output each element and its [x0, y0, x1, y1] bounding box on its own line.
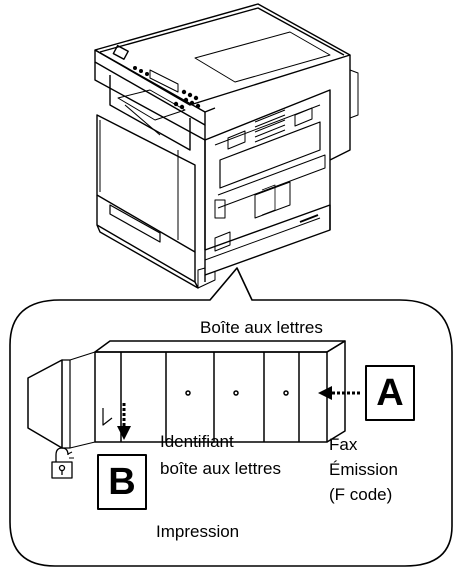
mailbox-unit-icon [27, 340, 346, 449]
arrow-left-icon [318, 386, 360, 400]
id-label-line2: boîte aux lettres [160, 459, 281, 478]
id-label-line1: Identifiant [160, 432, 234, 451]
fax-label-line3: (F code) [329, 485, 393, 504]
fax-label-line1: Fax [329, 435, 358, 454]
print-label: Impression [156, 522, 240, 541]
box-b-letter: B [108, 461, 136, 503]
box-b [97, 454, 147, 510]
printer-fax-machine-icon [94, 3, 359, 289]
box-a [365, 365, 415, 421]
box-a-letter: A [376, 372, 404, 414]
arrow-down-icon [117, 403, 131, 440]
fax-label-line2: Émission [329, 460, 398, 479]
mailbox-title: Boîte aux lettres [200, 318, 323, 337]
callout-bubble [9, 267, 453, 567]
padlock-icon [51, 447, 74, 479]
